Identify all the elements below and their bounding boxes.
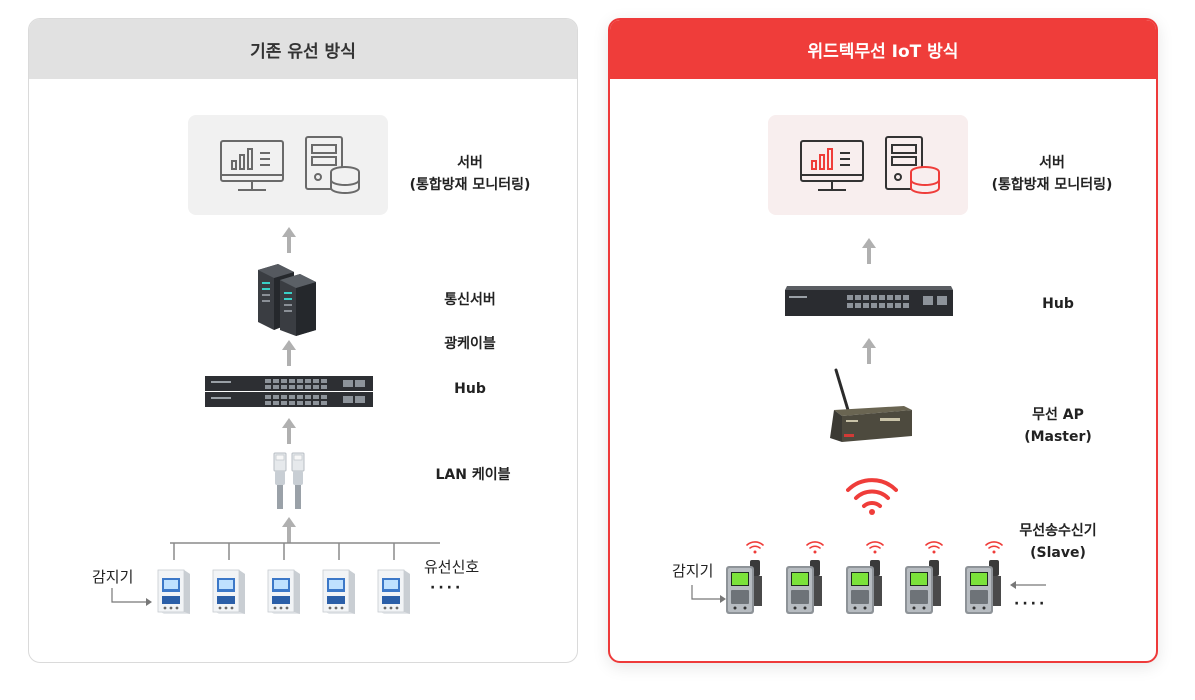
pointer-arrow-icon <box>691 585 726 603</box>
server-database-icon <box>305 136 360 194</box>
wired-detector-unit <box>319 566 357 616</box>
wireless-detector-unit <box>901 558 947 616</box>
monitor-chart-icon <box>800 140 864 191</box>
arrow-up-icon <box>282 340 296 366</box>
iot-ellipsis: ···· <box>1014 596 1048 612</box>
network-hub-icon <box>205 376 373 407</box>
wired-detector-unit <box>209 566 247 616</box>
fiber-cable-label: 광케이블 <box>444 336 496 352</box>
wired-server-label: 서버 (통합방재 모니터링) <box>400 152 540 196</box>
arrow-up-icon <box>282 517 296 543</box>
small-wifi-icon <box>985 540 1003 554</box>
small-wifi-icon <box>925 540 943 554</box>
small-wifi-icon <box>866 540 884 554</box>
wifi-signal-icon <box>846 478 898 515</box>
network-hub-icon <box>785 286 953 316</box>
wireless-detector-unit <box>842 558 888 616</box>
wireless-ap-icon <box>830 368 912 442</box>
wired-bus-line <box>170 542 440 560</box>
transceiver-label-line1: 무선송수신기 <box>1019 523 1097 539</box>
ap-label-line1: 무선 AP <box>1032 407 1084 423</box>
wired-signal-label: 유선신호 <box>424 558 480 576</box>
wireless-ap-label: 무선 AP (Master) <box>1008 404 1108 448</box>
wired-detector-unit <box>264 566 302 616</box>
wired-server-box <box>188 115 388 215</box>
arrow-up-icon <box>862 238 876 264</box>
arrow-up-icon <box>282 418 296 444</box>
iot-server-label: 서버 (통합방재 모니터링) <box>982 152 1122 196</box>
wired-detector-unit <box>154 566 192 616</box>
lan-cable-icon <box>273 452 305 509</box>
wired-detector-label: 감지기 <box>92 568 134 586</box>
server-database-icon <box>885 136 940 194</box>
small-wifi-icon <box>746 540 764 554</box>
arrow-up-icon <box>282 227 296 253</box>
small-wifi-icon <box>806 540 824 554</box>
wired-ellipsis: ···· <box>430 580 464 596</box>
wireless-iot-title: 위드텍무선 IoT 방식 <box>610 20 1156 79</box>
iot-hub-label: Hub <box>1042 296 1074 312</box>
comm-server-label: 통신서버 <box>444 292 496 308</box>
transceiver-label: 무선송수신기 (Slave) <box>1008 520 1108 564</box>
wired-hub-label: Hub <box>454 381 486 397</box>
iot-server-box <box>768 115 968 215</box>
iot-detector-label: 감지기 <box>672 562 714 580</box>
pointer-arrow-icon <box>111 588 152 606</box>
lan-cable-label: LAN 케이블 <box>435 467 511 483</box>
wireless-detector-unit <box>961 558 1007 616</box>
wireless-detector-unit <box>722 558 768 616</box>
monitor-chart-icon <box>220 140 284 191</box>
wireless-detector-unit <box>782 558 828 616</box>
server-label-line2: (통합방재 모니터링) <box>409 177 531 193</box>
comm-server-icon <box>258 264 316 336</box>
arrow-up-icon <box>862 338 876 364</box>
server-label-line1: 서버 <box>457 155 483 171</box>
wired-detector-unit <box>374 566 412 616</box>
wired-method-title: 기존 유선 방식 <box>29 19 577 79</box>
ap-label-line2: (Master) <box>1024 429 1092 445</box>
pointer-arrow-left-icon <box>1010 581 1046 589</box>
transceiver-label-line2: (Slave) <box>1030 545 1086 561</box>
server-label-line1: 서버 <box>1039 155 1065 171</box>
server-label-line2: (통합방재 모니터링) <box>991 177 1113 193</box>
